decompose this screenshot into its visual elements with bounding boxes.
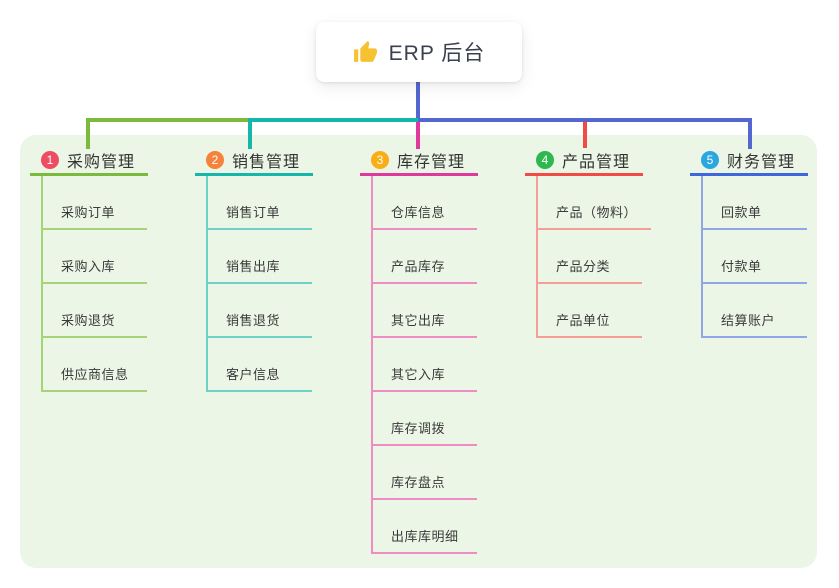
connector-bus-teal <box>250 118 418 122</box>
branch-label: 产品管理 <box>562 153 631 171</box>
connector-bus-blue <box>418 118 752 122</box>
connector-bus-green <box>86 118 252 122</box>
branch-number-badge: 5 <box>701 150 719 169</box>
child-node[interactable]: 供应商信息 <box>43 338 147 392</box>
thumbs-up-icon <box>353 40 377 62</box>
connector-drop-sales <box>248 118 252 149</box>
child-label: 其它出库 <box>391 313 446 328</box>
branch-label: 销售管理 <box>232 153 301 171</box>
branch-node-finance[interactable]: 5 财务管理 <box>690 146 808 176</box>
branch-number-badge: 4 <box>536 150 554 169</box>
branch-sales: 2 销售管理 销售订单 销售出库 销售退货 客户信息 <box>195 146 313 392</box>
child-node[interactable]: 产品单位 <box>538 284 642 338</box>
child-label: 其它入库 <box>391 367 446 382</box>
root-node[interactable]: ERP 后台 <box>316 22 522 82</box>
child-node[interactable]: 客户信息 <box>208 338 312 392</box>
child-node[interactable]: 结算账户 <box>703 284 807 338</box>
child-label: 库存调拨 <box>391 421 446 436</box>
child-label: 付款单 <box>721 259 762 274</box>
branch-number-badge: 1 <box>41 150 59 169</box>
branch-label: 库存管理 <box>397 153 466 171</box>
branch-node-purchase[interactable]: 1 采购管理 <box>30 146 148 176</box>
child-node[interactable]: 销售出库 <box>208 230 312 284</box>
child-node[interactable]: 产品（物料） <box>538 176 652 230</box>
child-label: 采购订单 <box>61 205 116 220</box>
branch-children: 销售订单 销售出库 销售退货 客户信息 <box>206 176 312 392</box>
branch-product: 4 产品管理 产品（物料） 产品分类 产品单位 <box>525 146 652 338</box>
child-label: 产品库存 <box>391 259 446 274</box>
connector-root-drop <box>416 82 420 122</box>
child-node[interactable]: 产品库存 <box>373 230 477 284</box>
child-node[interactable]: 其它入库 <box>373 338 477 392</box>
connector-drop-inventory <box>416 122 420 149</box>
child-label: 供应商信息 <box>61 367 129 382</box>
child-label: 仓库信息 <box>391 205 446 220</box>
branch-children: 仓库信息 产品库存 其它出库 其它入库 库存调拨 库存盘点 出库库明细 <box>371 176 477 554</box>
branch-children: 产品（物料） 产品分类 产品单位 <box>536 176 652 338</box>
child-label: 结算账户 <box>721 313 776 328</box>
connector-drop-product <box>583 122 587 148</box>
child-node[interactable]: 库存盘点 <box>373 446 477 500</box>
child-node[interactable]: 仓库信息 <box>373 176 477 230</box>
branch-node-product[interactable]: 4 产品管理 <box>525 146 643 176</box>
child-node[interactable]: 其它出库 <box>373 284 477 338</box>
child-node[interactable]: 付款单 <box>703 230 807 284</box>
branch-label: 财务管理 <box>727 153 796 171</box>
child-node[interactable]: 销售订单 <box>208 176 312 230</box>
branch-number-badge: 2 <box>206 150 224 169</box>
root-label: ERP 后台 <box>388 42 486 65</box>
connector-drop-purchase <box>86 118 90 149</box>
child-label: 出库库明细 <box>391 529 459 544</box>
child-label: 销售退货 <box>226 313 281 328</box>
branch-inventory: 3 库存管理 仓库信息 产品库存 其它出库 其它入库 库存调拨 库存盘点 出库库… <box>360 146 478 554</box>
branch-node-inventory[interactable]: 3 库存管理 <box>360 146 478 176</box>
child-label: 客户信息 <box>226 367 281 382</box>
branch-children: 回款单 付款单 结算账户 <box>701 176 807 338</box>
child-node[interactable]: 采购退货 <box>43 284 147 338</box>
child-node[interactable]: 出库库明细 <box>373 500 477 554</box>
branch-label: 采购管理 <box>67 153 136 171</box>
connector-drop-finance <box>748 118 752 149</box>
child-label: 产品单位 <box>556 313 611 328</box>
child-label: 产品分类 <box>556 259 611 274</box>
child-node[interactable]: 库存调拨 <box>373 392 477 446</box>
branch-children: 采购订单 采购入库 采购退货 供应商信息 <box>41 176 147 392</box>
branches-panel <box>20 135 817 568</box>
branch-node-sales[interactable]: 2 销售管理 <box>195 146 313 176</box>
branch-number-badge: 3 <box>371 150 389 169</box>
child-node[interactable]: 销售退货 <box>208 284 312 338</box>
child-label: 产品（物料） <box>556 205 638 220</box>
child-label: 采购入库 <box>61 259 116 274</box>
branch-purchase: 1 采购管理 采购订单 采购入库 采购退货 供应商信息 <box>30 146 148 392</box>
child-node[interactable]: 采购订单 <box>43 176 147 230</box>
child-node[interactable]: 产品分类 <box>538 230 642 284</box>
child-label: 回款单 <box>721 205 762 220</box>
child-node[interactable]: 采购入库 <box>43 230 147 284</box>
child-label: 销售出库 <box>226 259 281 274</box>
child-label: 库存盘点 <box>391 475 446 490</box>
child-node[interactable]: 回款单 <box>703 176 807 230</box>
branch-finance: 5 财务管理 回款单 付款单 结算账户 <box>690 146 808 338</box>
child-label: 采购退货 <box>61 313 116 328</box>
child-label: 销售订单 <box>226 205 281 220</box>
